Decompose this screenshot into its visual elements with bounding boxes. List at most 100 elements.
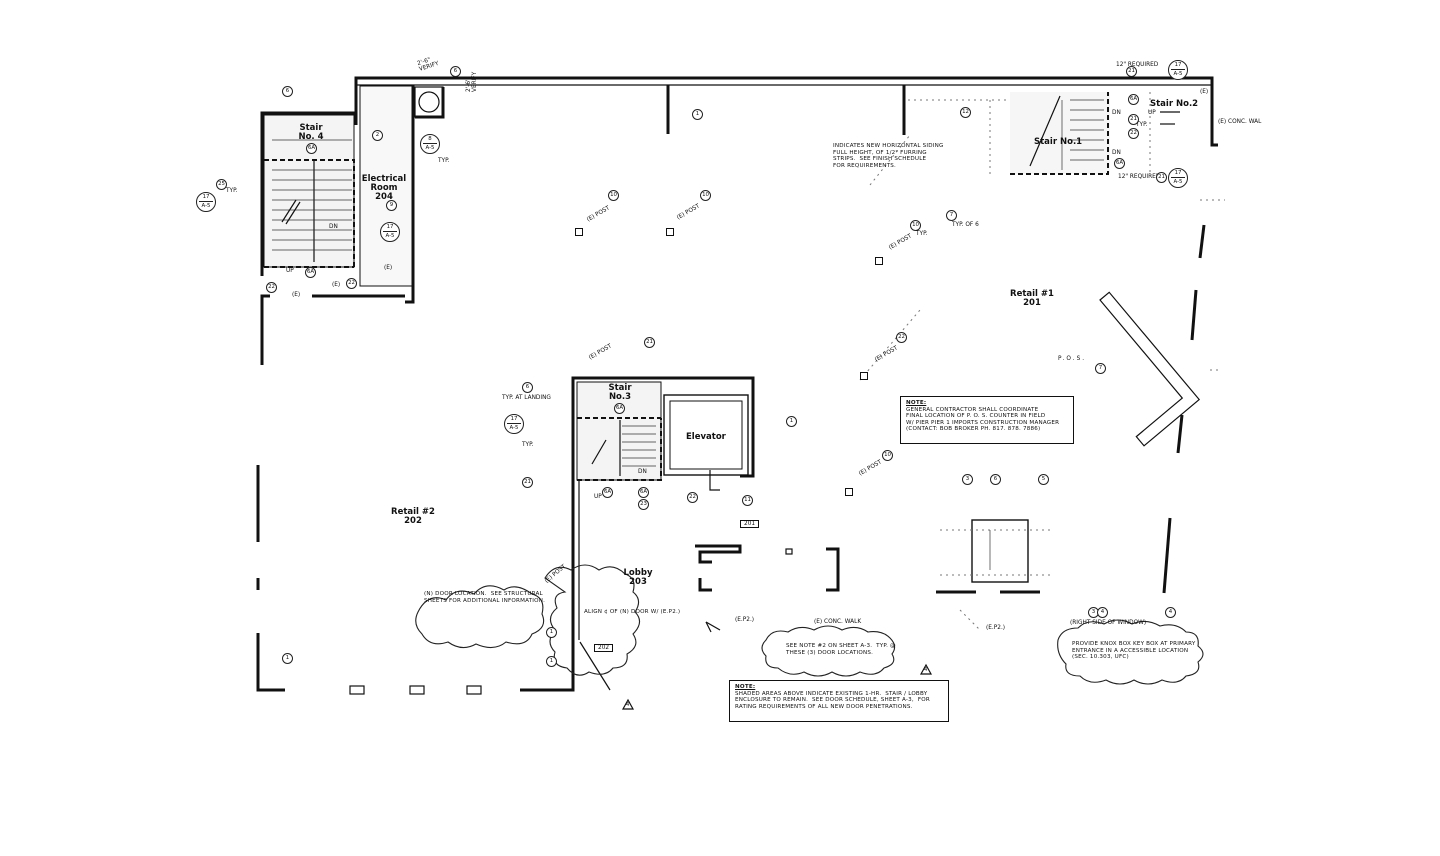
verify-dimension-vertical: 2'-6" VERIFY xyxy=(466,71,478,92)
stair-4-dn: DN xyxy=(329,224,338,230)
keynote-tag: 21 xyxy=(644,337,655,348)
existing-post xyxy=(845,488,853,496)
stair-3-elevator-core xyxy=(571,376,755,640)
knox-box-note: PROVIDE KNOX BOX KEY BOX AT PRIMARY ENTR… xyxy=(1072,641,1196,661)
keynote-tag: 22 xyxy=(1128,128,1139,139)
keynote-tag: 6A xyxy=(638,487,649,498)
keynote-tag: 22 xyxy=(687,492,698,503)
typ-label-1: TYP. xyxy=(226,188,238,194)
existing-post xyxy=(860,372,868,380)
stair-4-up: UP xyxy=(286,268,294,274)
shaded-note-body: SHADED AREAS ABOVE INDICATE EXISTING 1-H… xyxy=(735,690,930,710)
keynote-tag: 22 xyxy=(346,278,357,289)
keynote-tag: 7 xyxy=(946,210,957,221)
keynote-tag: 9 xyxy=(386,200,397,211)
keynote-tag: 7 xyxy=(1095,363,1106,374)
keynote-tag: 22 xyxy=(266,282,277,293)
typ-label-3: TYP. xyxy=(522,442,534,448)
keynote-tag: 1 xyxy=(786,416,797,427)
pos-counter xyxy=(1099,291,1201,447)
keynote-tag: 10 xyxy=(882,450,893,461)
keynote-tag: 6A xyxy=(305,267,316,278)
existing-post xyxy=(666,228,674,236)
stair-3-dn: DN xyxy=(638,469,647,475)
keynote-tag: 2 xyxy=(372,130,383,141)
stair-4-enclosure xyxy=(263,85,445,287)
stair-2-label: Stair No.2 xyxy=(1150,99,1199,109)
existing-dotted-lines xyxy=(859,134,1225,631)
keynote-tag: 25 xyxy=(216,179,227,190)
typ-label-2: TYP. xyxy=(438,158,450,164)
pos-label: P.O.S. xyxy=(1058,356,1087,362)
keynote-tag: 5 xyxy=(1038,474,1049,485)
existing-label-4: (E) xyxy=(1200,89,1209,95)
right-side-window-note: (RIGHT SIDE OF WINDOW) xyxy=(1070,620,1147,626)
keynote-tag: 1 xyxy=(546,627,557,638)
stair-1-label: Stair No.1 xyxy=(1034,137,1083,147)
stair-2-up: UP xyxy=(1148,110,1156,116)
ep2-label: (E.P2.) xyxy=(735,617,755,623)
conc-walk-label: (E) CONC. WALK xyxy=(814,619,862,625)
required-top-label: 12" REQUIRED xyxy=(1116,62,1159,68)
keynote-tag: 4 xyxy=(1097,607,1108,618)
exterior-walls xyxy=(256,76,1218,695)
keynote-tag: 10 xyxy=(910,220,921,231)
keynote-tag: 6A xyxy=(306,143,317,154)
existing-label-2: (E) xyxy=(332,282,341,288)
keynote-tag: 3 xyxy=(962,474,973,485)
typ-of-6-label: TYP. OF 6 xyxy=(952,222,979,228)
keynote-tag: 21 xyxy=(1128,114,1139,125)
required-bottom-label: 12" REQUIRED xyxy=(1118,174,1161,180)
keynote-tag: 6 xyxy=(990,474,1001,485)
align-door-note: ALIGN ¢ OF (N) DOOR w/ (E.P2.) xyxy=(584,609,681,615)
keynote-tag: 6A xyxy=(1114,158,1125,169)
existing-label-1: (E) xyxy=(292,292,301,298)
keynote-tag: 6A xyxy=(1128,94,1139,105)
keynote-tag: 21 xyxy=(522,477,533,488)
shaded-note-title: NOTE: xyxy=(735,684,756,690)
keynote-tag: 21 xyxy=(1126,66,1137,77)
stair-3-up: UP xyxy=(594,494,602,500)
revision-delta: 4 xyxy=(924,667,928,673)
typ-landing-label: TYP. AT LANDING xyxy=(502,395,551,401)
door-location-note: (N) DOOR LOCATION. SEE STRUCTURAL SHEETS… xyxy=(424,591,546,604)
keynote-tag: 10 xyxy=(608,190,619,201)
revision-clouds xyxy=(415,564,1204,710)
keynote-tag: 6A xyxy=(614,403,625,414)
shaded-areas-note: NOTE: SHADED AREAS ABOVE INDICATE EXISTI… xyxy=(729,680,949,722)
elevator-label: Elevator xyxy=(686,432,726,442)
pos-note-title: NOTE: xyxy=(906,400,927,406)
ep2-label-2: (E.P2.) xyxy=(986,625,1006,631)
keynote-tag: 1 xyxy=(546,656,557,667)
pos-note-body: GENERAL CONTRACTOR SHALL COORDINATE FINA… xyxy=(906,406,1060,433)
room-tag-201: 201 xyxy=(740,520,760,528)
revision-delta: 4 xyxy=(626,702,630,708)
keynote-tag: 6 xyxy=(282,86,293,97)
stair-1-dn-2: DN xyxy=(1112,150,1121,156)
existing-label-3: (E) xyxy=(384,265,393,271)
keynote-tag: 1 xyxy=(282,653,293,664)
keynote-tag: 4 xyxy=(1165,607,1176,618)
keynote-tag: 12 xyxy=(960,107,971,118)
keynote-tag: 10 xyxy=(700,190,711,201)
siding-note: INDICATES NEW HORIZONTAL SIDING FULL HEI… xyxy=(833,143,944,169)
keynote-tag: 23 xyxy=(638,499,649,510)
keynote-tag: 6 xyxy=(522,382,533,393)
existing-post xyxy=(875,257,883,265)
keynote-tag: 22 xyxy=(896,332,907,343)
see-note-callout: SEE NOTE #2 ON SHEET A-3. TYP. @ THESE (… xyxy=(786,643,896,656)
conc-wall-label: (E) CONC. WAL xyxy=(1218,119,1262,125)
lobby-walls xyxy=(579,519,1050,691)
